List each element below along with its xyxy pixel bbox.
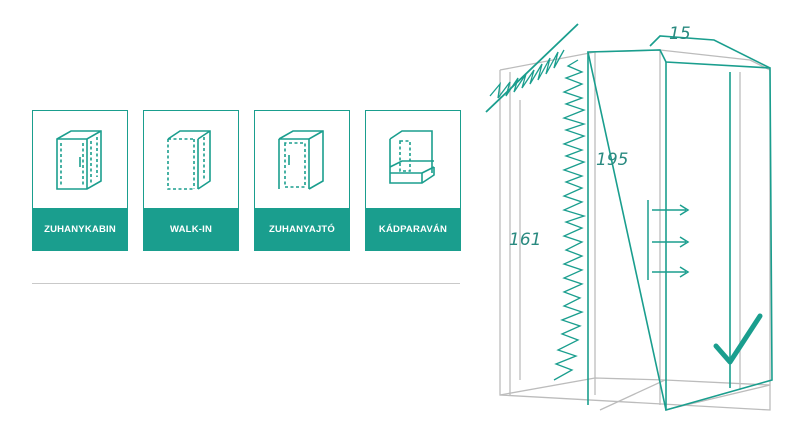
door-handle-arrows	[647, 200, 690, 280]
card-zuhanyajto[interactable]: ZUHANYAJTÓ	[254, 110, 350, 251]
card-kadparavan[interactable]: KÁDPARAVÁN	[365, 110, 461, 251]
card-label: ZUHANYAJTÓ	[255, 208, 349, 250]
top-scribble	[489, 49, 565, 99]
card-zuhanykabin[interactable]: ZUHANYKABIN	[32, 110, 128, 251]
teal-frame	[485, 23, 773, 412]
shower-type-selector: ZUHANYKABIN WALK-IN ZUHANYAJTÓ	[32, 110, 461, 251]
card-label: KÁDPARAVÁN	[366, 208, 460, 250]
card-label: ZUHANYKABIN	[33, 208, 127, 250]
shower-door-icon	[255, 111, 349, 207]
height-scribble	[553, 59, 587, 381]
walk-in-shower-icon	[144, 111, 238, 207]
divider	[32, 283, 460, 284]
check-icon	[713, 313, 763, 365]
bath-screen-icon	[366, 111, 460, 207]
card-label: WALK-IN	[144, 208, 238, 250]
dimension-height-inner: 161	[509, 230, 542, 250]
dimension-top: 15	[669, 24, 691, 44]
shower-dimension-sketch	[485, 23, 773, 412]
cabin-outline	[499, 49, 771, 411]
corner-shower-cabin-icon	[33, 111, 127, 207]
dimension-height-outer: 195	[596, 150, 629, 170]
card-walk-in[interactable]: WALK-IN	[143, 110, 239, 251]
